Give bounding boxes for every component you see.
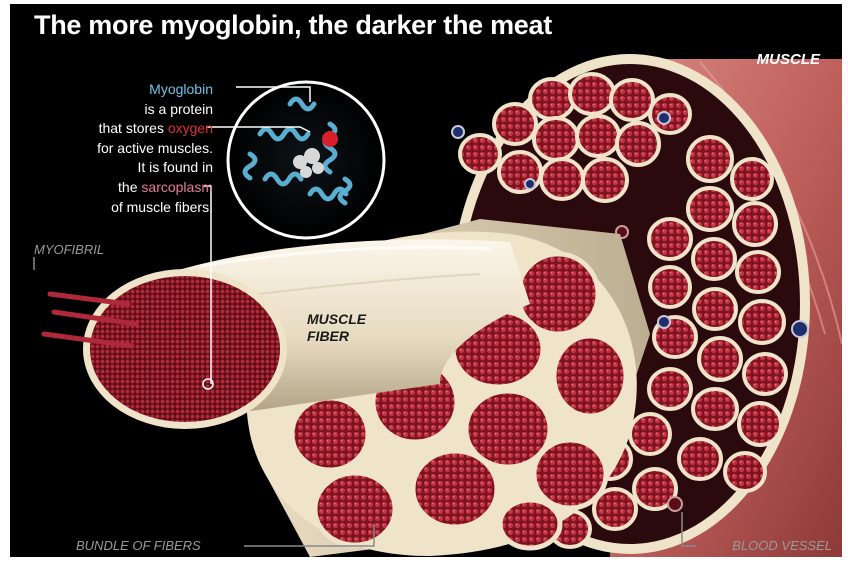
label-bundle-of-fibers: BUNDLE OF FIBERS — [76, 538, 201, 553]
note-line3-pre: that stores — [99, 120, 168, 136]
note-sarcoplasm: sarcoplasm — [141, 179, 213, 195]
label-myofibril: MYOFIBRIL — [34, 242, 104, 257]
myoglobin-protein-inset — [228, 82, 384, 238]
label-muscle: MUSCLE — [757, 51, 820, 68]
note-line7: of muscle fibers. — [38, 198, 213, 218]
label-muscle-fiber: MUSCLE FIBER — [307, 311, 366, 345]
note-line4: for active muscles. — [38, 139, 213, 159]
note-myoglobin: Myoglobin — [149, 81, 213, 97]
label-muscle-fiber-line2: FIBER — [307, 328, 366, 345]
myoglobin-note: Myoglobin is a protein that stores oxyge… — [38, 80, 213, 217]
note-oxygen: oxygen — [168, 120, 213, 136]
diagram-panel: The more myoglobin, the darker the meat … — [10, 4, 842, 557]
page-title: The more myoglobin, the darker the meat — [34, 10, 552, 41]
note-line2: is a protein — [38, 100, 213, 120]
note-line5: It is found in — [38, 158, 213, 178]
label-muscle-fiber-line1: MUSCLE — [307, 311, 366, 328]
note-line6-pre: the — [118, 179, 141, 195]
label-blood-vessel: BLOOD VESSEL — [732, 538, 832, 553]
